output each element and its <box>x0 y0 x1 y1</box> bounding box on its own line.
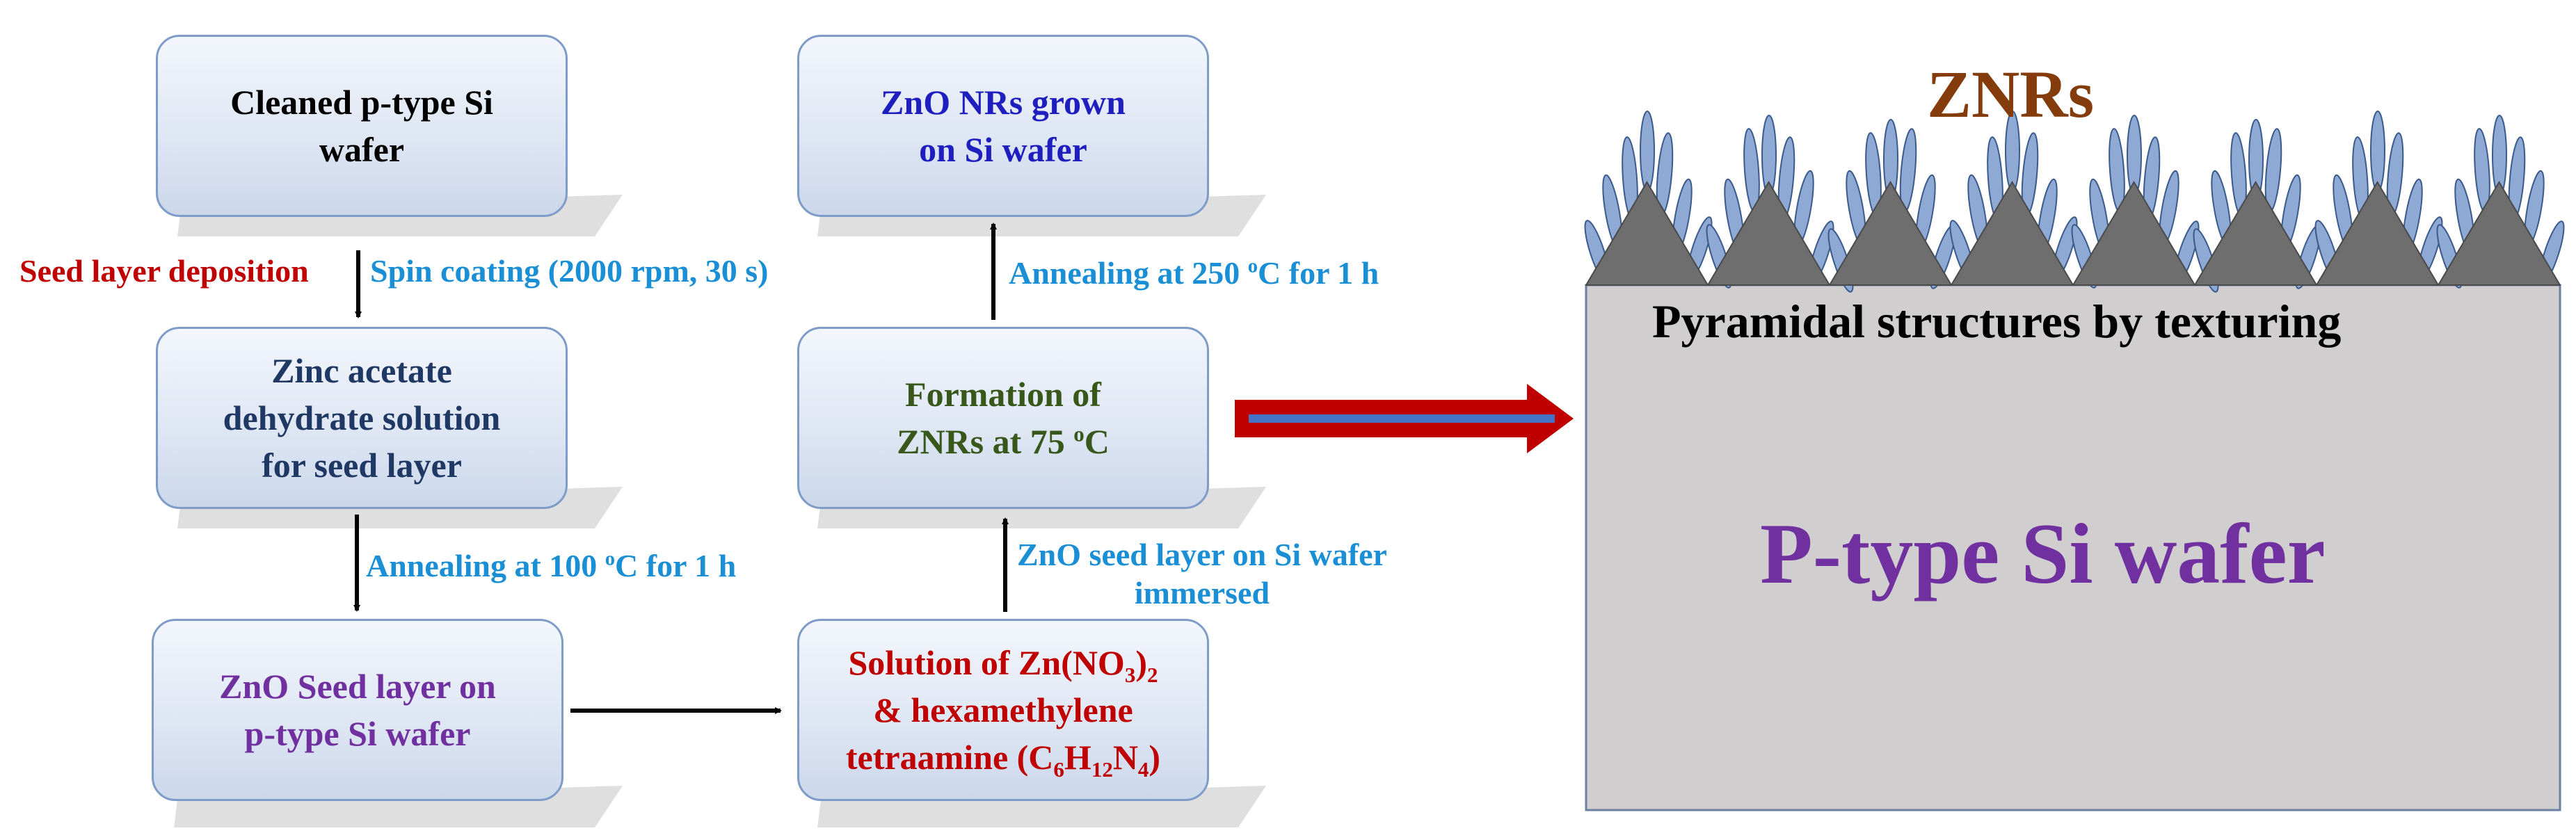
box-text-line: wafer <box>319 130 405 169</box>
box-text-line: Solution of Zn(NO3)2 <box>848 643 1158 687</box>
box-text-line: Formation of <box>905 375 1101 414</box>
pyramid <box>2193 181 2318 286</box>
box-solution-zn-nitrate: Solution of Zn(NO3)2 & hexamethylene tet… <box>797 619 1209 801</box>
box-formation-znrs: Formation of ZNRs at 75 oC <box>797 327 1209 509</box>
pyramid <box>1828 181 1953 286</box>
box-text-line: Cleaned p-type Si <box>230 83 493 122</box>
pyramid <box>2072 181 2196 286</box>
label-line: immersed <box>1134 575 1270 611</box>
big-right-arrow <box>1235 384 1574 453</box>
box-text-line: ZnO NRs grown <box>881 83 1126 122</box>
box-text-line: Zinc acetate <box>271 351 452 390</box>
box-text-line: ZNRs at 75 oC <box>897 421 1110 461</box>
box-text-line: on Si wafer <box>919 130 1087 169</box>
label-annealing-100: Annealing at 100 oC for 1 h <box>366 548 737 583</box>
box-zno-seed-layer: ZnO Seed layer on p-type Si wafer <box>152 619 563 801</box>
box-text-line: ZnO Seed layer on <box>219 667 496 706</box>
label-seed-layer-deposition: Seed layer deposition <box>19 253 309 289</box>
box-text-line: for seed layer <box>262 446 462 485</box>
label-seed-immersed: ZnO seed layer on Si wafer immersed <box>1017 535 1387 612</box>
label-znrs: ZNRs <box>1927 57 2095 131</box>
label-pyramidal-structures: Pyramidal structures by texturing <box>1652 295 2342 348</box>
box-text-line: & hexamethylene <box>873 690 1133 729</box>
label-spin-coating: Spin coating (2000 rpm, 30 s) <box>370 253 769 289</box>
box-zinc-acetate-solution: Zinc acetate dehydrate solution for seed… <box>156 327 568 509</box>
pyramids <box>1585 181 2561 286</box>
box-cleaned-si-wafer: Cleaned p-type Si wafer <box>156 35 568 217</box>
box-text-line: tetraamine (C6H12N4) <box>845 738 1161 782</box>
nanorod <box>1640 111 1655 192</box>
label-p-type-si-wafer: P-type Si wafer <box>1760 506 2326 601</box>
box-text-line: p-type Si wafer <box>244 714 471 753</box>
si-wafer <box>1585 284 2561 811</box>
pyramid <box>1585 181 1709 286</box>
pyramid <box>1706 181 1831 286</box>
pyramid <box>2437 181 2561 286</box>
pyramid <box>2315 181 2440 286</box>
box-text-line: dehydrate solution <box>223 398 501 437</box>
label-line: ZnO seed layer on Si wafer <box>1017 537 1387 572</box>
wafer-illustration <box>1584 111 2565 811</box>
nanorod <box>2370 111 2385 192</box>
box-zno-nrs-grown: ZnO NRs grown on Si wafer <box>797 35 1209 217</box>
pyramid <box>1950 181 2074 286</box>
label-annealing-250: Annealing at 250 oC for 1 h <box>1009 255 1379 291</box>
